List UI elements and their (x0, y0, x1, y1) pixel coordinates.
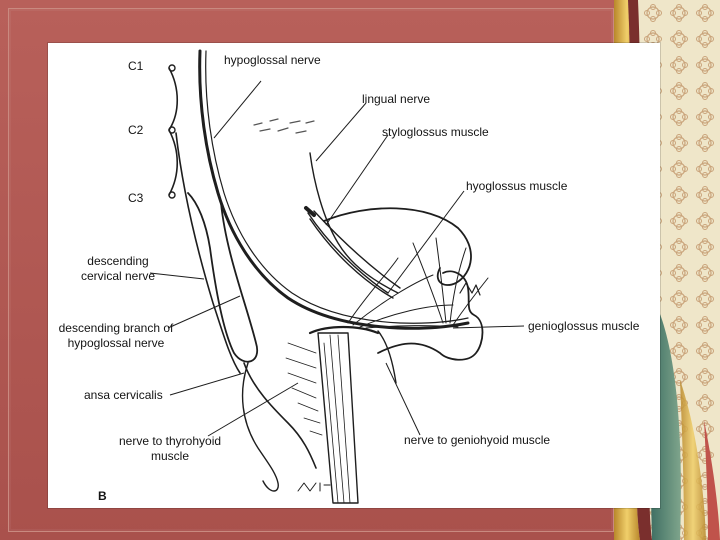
c3-label: C3 (128, 191, 144, 205)
c1-c2-loop (168, 67, 178, 131)
nerve-to-thyrohyoid-path (241, 362, 279, 492)
leader-hypoglossal (213, 80, 262, 139)
nerve-to-thyrohyoid-label: nerve to thyrohyoid muscle (118, 434, 222, 463)
ansa-cervicalis-label: ansa cervicalis (84, 388, 163, 402)
leader-lingual (315, 102, 367, 162)
styloglossus-strands (307, 210, 401, 299)
c2-label: C2 (128, 123, 144, 137)
descending-branch-hypoglossal-label: descending branch of hypoglossal nerve (58, 321, 174, 350)
nerve-to-geniohyoid-label: nerve to geniohyoid muscle (404, 433, 551, 447)
panel-letter: B (98, 489, 107, 503)
scan-smudge (253, 118, 315, 134)
hypoglossal-nerve-trunk-outline (205, 50, 469, 324)
genioglossus-fan (412, 237, 489, 326)
strap-muscle-column (317, 332, 359, 504)
leader-geniohyoid (385, 362, 421, 436)
artist-signature-mark (297, 482, 331, 492)
leader-descending-cervical (149, 272, 205, 280)
c1-label: C1 (128, 59, 144, 73)
hyoid-bone (308, 325, 380, 335)
hypoglossal-nerve-label: hypoglossal nerve (224, 53, 321, 67)
descending-cervical-nerve-label: descending cervical nerve (80, 254, 156, 283)
lingual-nerve-label: lingual nerve (362, 92, 431, 106)
lower-teeth (459, 282, 481, 296)
leader-thyrohyoid (207, 382, 299, 437)
leader-hyoglossus (387, 190, 465, 294)
anatomy-figure: C1 C2 C3 hypoglossal nerve lingual nerve… (48, 43, 660, 508)
nerve-to-geniohyoid (377, 330, 397, 384)
pharyngeal-hatching (285, 342, 323, 436)
hyoglossus-muscle-label: hyoglossus muscle (466, 179, 568, 193)
descending-cervical-nerve (175, 132, 241, 374)
lingual-nerve (309, 152, 399, 294)
hyoglossus-fan (347, 257, 459, 329)
leader-styloglossus (325, 134, 389, 226)
leader-ansa (169, 372, 245, 396)
genioglossus-muscle-label: genioglossus muscle (528, 319, 640, 333)
hypoglossal-nerve-diagram (149, 49, 525, 504)
styloglossus-muscle-label: styloglossus muscle (382, 125, 489, 139)
ansa-cervicalis-branch (243, 362, 317, 469)
descending-branch-hypoglossal (187, 192, 259, 363)
leader-descending-branch (167, 295, 241, 329)
tongue-outline (323, 207, 472, 286)
c2-c3-loop (168, 129, 178, 196)
leader-genioglossus (452, 325, 525, 329)
hypoglossal-nerve-trunk (198, 49, 470, 330)
